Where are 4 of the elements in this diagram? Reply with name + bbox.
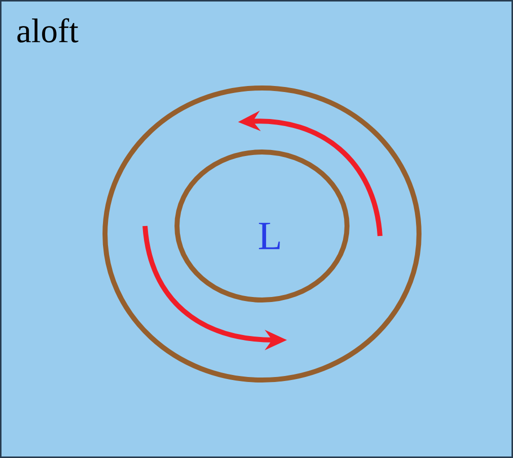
pressure-letter: L	[258, 222, 280, 250]
corner-label: aloft	[17, 18, 78, 42]
isobar-circle	[174, 150, 350, 302]
isobar-circle	[102, 86, 422, 382]
